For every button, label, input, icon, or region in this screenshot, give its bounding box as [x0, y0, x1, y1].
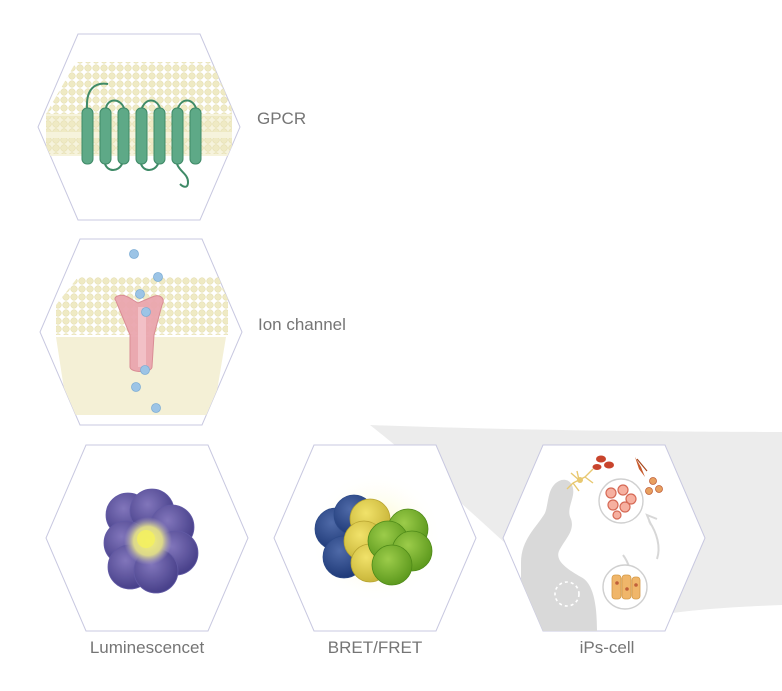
ips-cell-cycle-icon [502, 444, 706, 632]
luminescence-tile[interactable] [44, 443, 250, 633]
luminescence-cluster-icon [45, 444, 249, 632]
gpcr-tile[interactable] [36, 32, 242, 222]
gpcr-receptor-icon [37, 33, 241, 221]
ion-channel-label: Ion channel [258, 315, 346, 334]
ips-cell-tile[interactable] [501, 443, 707, 633]
ion-channel-tile[interactable] [38, 237, 244, 427]
ion-channel-icon [39, 238, 243, 426]
ips-cell-label: iPs-cell [579, 638, 635, 657]
bret-fret-label: BRET/FRET [327, 638, 423, 657]
bret-fret-tile[interactable] [272, 443, 478, 633]
bret-fret-cluster-icon [273, 444, 477, 632]
luminescence-label: Luminescencet [89, 638, 205, 657]
gpcr-label: GPCR [257, 109, 307, 128]
